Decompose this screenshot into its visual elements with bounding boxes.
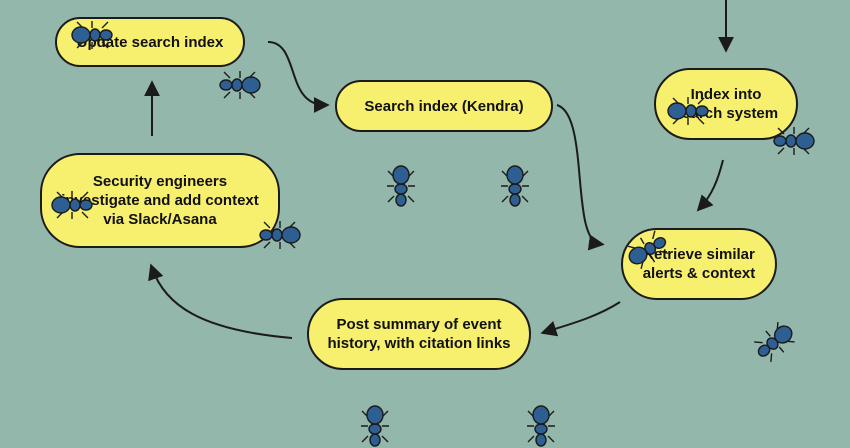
ant-icon	[527, 405, 555, 447]
arrow-update-to-search	[267, 41, 330, 113]
ant-icon	[361, 405, 389, 447]
ant-icon	[387, 165, 415, 207]
node-post-summary: Post summary of event history, with cita…	[307, 298, 531, 370]
ant-icon	[219, 71, 261, 99]
ant-icon	[754, 321, 795, 362]
arrow-post-to-engineers	[148, 263, 293, 339]
arrow-retrieve-to-post	[540, 301, 621, 337]
node-security-engineers: Security engineers investigate and add c…	[40, 153, 280, 248]
node-update-search-index: Update search index	[55, 17, 245, 67]
ant-icon	[667, 97, 709, 125]
ant-icon	[51, 191, 93, 219]
node-search-index-kendra: Search index (Kendra)	[335, 80, 553, 132]
ant-icon	[71, 21, 113, 49]
node-retrieve-similar-alerts: Retrieve similar alerts & context	[621, 228, 777, 300]
ant-icon	[259, 221, 301, 249]
ant-icon	[627, 230, 669, 269]
ant-icon	[501, 165, 529, 207]
arrow-index-to-retrieve	[696, 159, 724, 212]
arrow-search-to-retrieve	[556, 104, 605, 251]
ant-icon	[773, 127, 815, 155]
